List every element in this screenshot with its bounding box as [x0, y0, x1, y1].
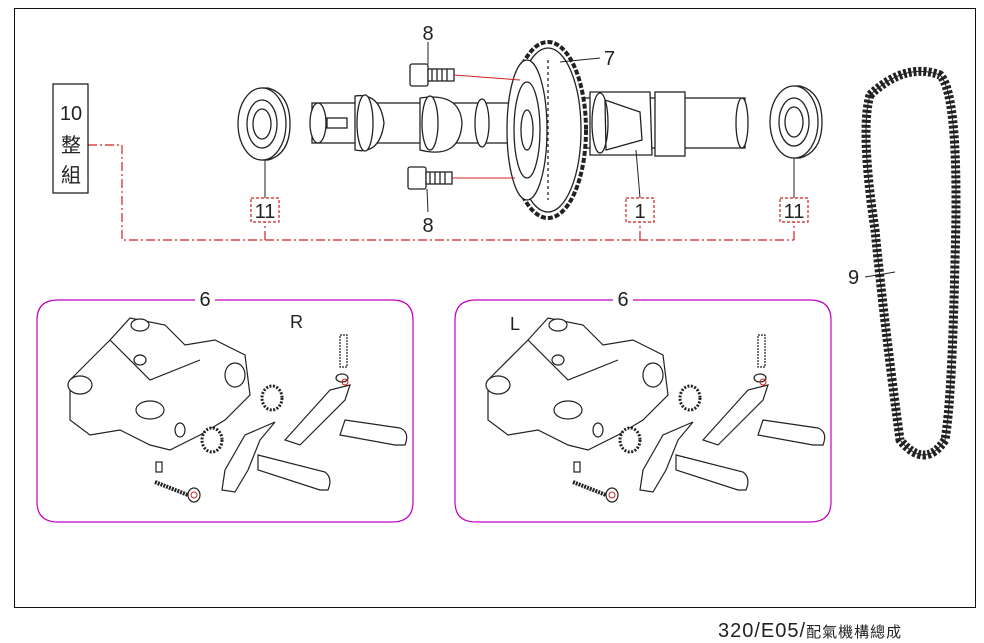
callout-9: 9	[848, 267, 859, 289]
leader-8-bottom	[426, 188, 429, 213]
callout-box-11-left	[250, 197, 280, 223]
drawing-frame	[14, 8, 976, 608]
leader-bolt-top-red	[453, 74, 521, 81]
assembly-bracket	[88, 144, 795, 241]
callout-7: 7	[604, 48, 615, 70]
callout-10-line2: 組	[61, 164, 81, 187]
callout-box-10	[52, 83, 89, 194]
diagram-footer: 320/E05/配氣機構總成	[718, 620, 902, 643]
rocker-assembly-left	[485, 317, 826, 503]
callout-box-1	[625, 197, 655, 223]
leader-dot-left-2	[759, 378, 767, 386]
rocker-assembly-right	[67, 317, 408, 503]
camshaft	[309, 91, 749, 157]
leader-dot-left	[608, 491, 616, 499]
side-label-l: L	[510, 314, 520, 334]
leader-9	[864, 271, 896, 278]
callout-1: 1	[634, 201, 645, 223]
bolt-bottom	[407, 166, 453, 190]
group-frame-right	[36, 299, 414, 523]
callout-10-line1: 整	[61, 134, 81, 157]
leader-dot-right-2	[341, 378, 349, 386]
side-label-r: R	[290, 312, 303, 332]
callout-8-bottom: 8	[422, 215, 433, 237]
timing-chain	[861, 66, 961, 460]
footer-title: 配氣機構總成	[806, 624, 903, 641]
callout-10-number: 10	[60, 103, 82, 125]
footer-code: 320/E05/	[718, 620, 807, 642]
callout-6-left-group: 6	[617, 289, 628, 311]
callout-6-right-group: 6	[199, 289, 210, 311]
callout-11-right: 11	[784, 201, 805, 223]
group-frame-left	[454, 299, 832, 523]
cam-sprocket	[506, 40, 588, 220]
bearing-right	[769, 85, 823, 159]
leader-7	[559, 57, 601, 63]
callout-box-11-right	[779, 197, 809, 223]
leader-1	[635, 149, 641, 199]
callout-8-top: 8	[422, 23, 433, 45]
callout-11-left: 11	[255, 201, 276, 223]
bolt-top	[409, 63, 455, 87]
bearing-left	[237, 87, 291, 161]
leader-dot-right	[190, 491, 198, 499]
